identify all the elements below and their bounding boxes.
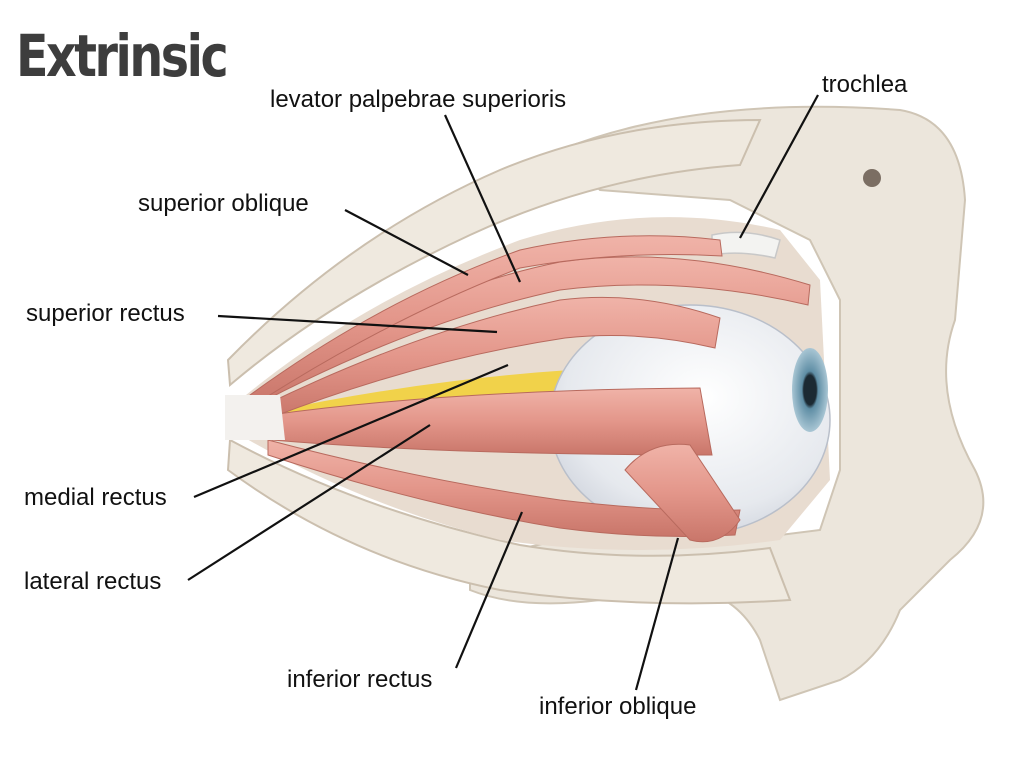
foramen [863,169,881,187]
inferior-oblique-muscle [624,443,741,543]
leader-inferior-oblique [634,537,680,691]
leader-levator [443,114,522,283]
page-title: Extrinsic [16,22,229,90]
label-inferior-oblique: inferior oblique [539,693,697,720]
leader-lateral-rectus [187,424,431,581]
inferior-rectus-muscle [267,439,741,537]
annulus-tendon [225,395,285,440]
label-lateral-rectus: lateral rectus [24,568,162,595]
lateral-rectus-muscle [269,387,713,456]
leader-superior-rectus [217,314,498,334]
orbit-roof [226,118,762,388]
label-trochlea: trochlea [822,71,908,98]
leader-lines [187,94,819,691]
label-superior-oblique: superior oblique [138,190,309,217]
leader-superior-oblique [344,209,469,276]
label-inferior-rectus: inferior rectus [287,666,433,693]
leader-trochlea [739,94,819,239]
skull-bone [469,105,985,702]
label-levator-palpebrae-superioris: levator palpebrae superioris [270,86,567,113]
leader-inferior-rectus [454,511,524,669]
trochlea-pulley [711,231,781,259]
label-medial-rectus: medial rectus [24,484,167,511]
superior-oblique-muscle [249,235,723,406]
iris [792,348,828,432]
leader-medial-rectus [193,363,509,499]
orbit-floor [226,438,792,605]
label-superior-rectus: superior rectus [26,300,185,327]
